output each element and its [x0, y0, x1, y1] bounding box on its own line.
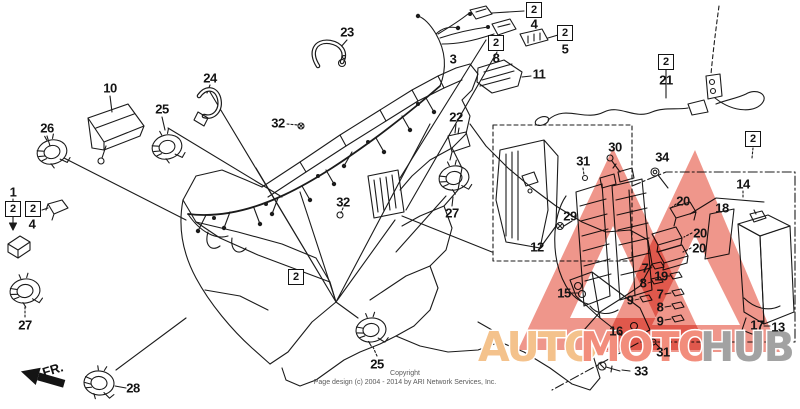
fr-direction-indicator: FR. — [20, 359, 66, 388]
leader-lines — [8, 10, 667, 389]
watermark-logo: AUTO MOTO HUB — [477, 148, 796, 373]
fr-arrow-icon — [20, 367, 66, 388]
watermark-triangle-icon — [600, 150, 780, 352]
top-connectors — [297, 5, 765, 219]
left-side-parts — [7, 39, 347, 259]
copyright-line1: Copyright — [390, 370, 420, 377]
copyright-line2: Page design (c) 2004 - 2014 by ARI Netwo… — [313, 378, 497, 386]
watermark-text-auto: AUTO — [478, 323, 597, 371]
motorcycle-frame — [180, 63, 653, 391]
wire-harness — [187, 12, 495, 253]
watermark-text-hub: HUB — [700, 323, 793, 371]
copyright-notice: Copyright Page design (c) 2004 - 2014 by… — [255, 370, 555, 387]
harness-clamps — [6, 125, 474, 402]
watermark-text-moto: MOTO — [580, 323, 711, 371]
fr-label: FR. — [40, 359, 64, 379]
